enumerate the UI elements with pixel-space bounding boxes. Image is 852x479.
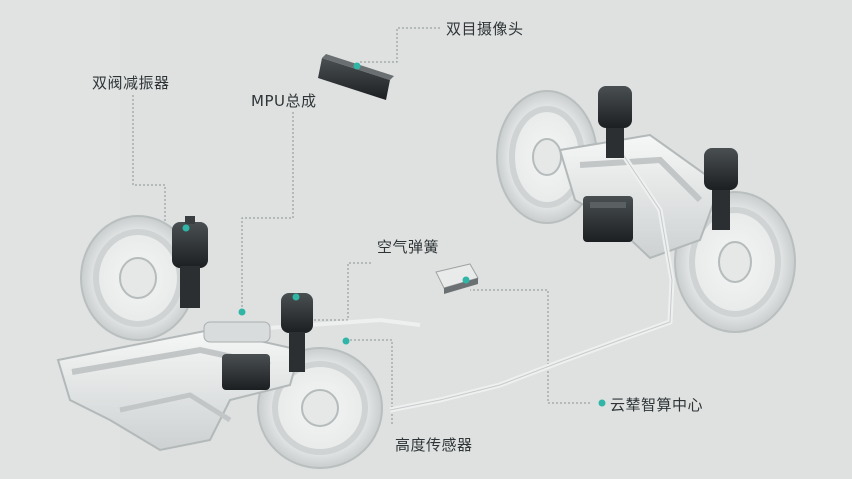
rear-subframe [558, 133, 722, 260]
leader-line-height-sensor [345, 339, 393, 424]
label-height-sensor: 高度传感器 [395, 436, 473, 454]
mpu-unit-rear [583, 196, 633, 242]
air-spring-front-left [172, 216, 208, 308]
label-cloud-chariot-center: 云辇智算中心 [610, 396, 704, 414]
dot-damper [182, 224, 190, 232]
air-spring-front-right [281, 293, 313, 372]
leader-lines [132, 27, 590, 424]
leader-line-air-spring [300, 262, 371, 321]
label-air-spring: 空气弹簧 [377, 238, 440, 256]
dot-height-sensor [342, 337, 350, 345]
leader-line-camera [360, 27, 440, 63]
leader-line-damper [132, 95, 166, 222]
air-spring-rear-left [598, 86, 632, 158]
label-stereo-camera: 双目摄像头 [446, 20, 524, 38]
dot-computing [462, 276, 470, 284]
dot-mpu [238, 308, 246, 316]
dot-camera [353, 62, 361, 70]
dot-center-label [598, 399, 606, 407]
leader-line-center [470, 289, 590, 404]
label-dual-valve-damper: 双阀减振器 [92, 74, 170, 92]
mpu-unit-front [203, 321, 271, 390]
cloud-chariot-computing-module [435, 263, 479, 294]
air-spring-rear-right [704, 148, 738, 230]
callout-dots [182, 62, 606, 407]
dot-air-spring [292, 293, 300, 301]
label-mpu-assembly: MPU总成 [251, 92, 317, 110]
leader-line-mpu [241, 112, 294, 308]
